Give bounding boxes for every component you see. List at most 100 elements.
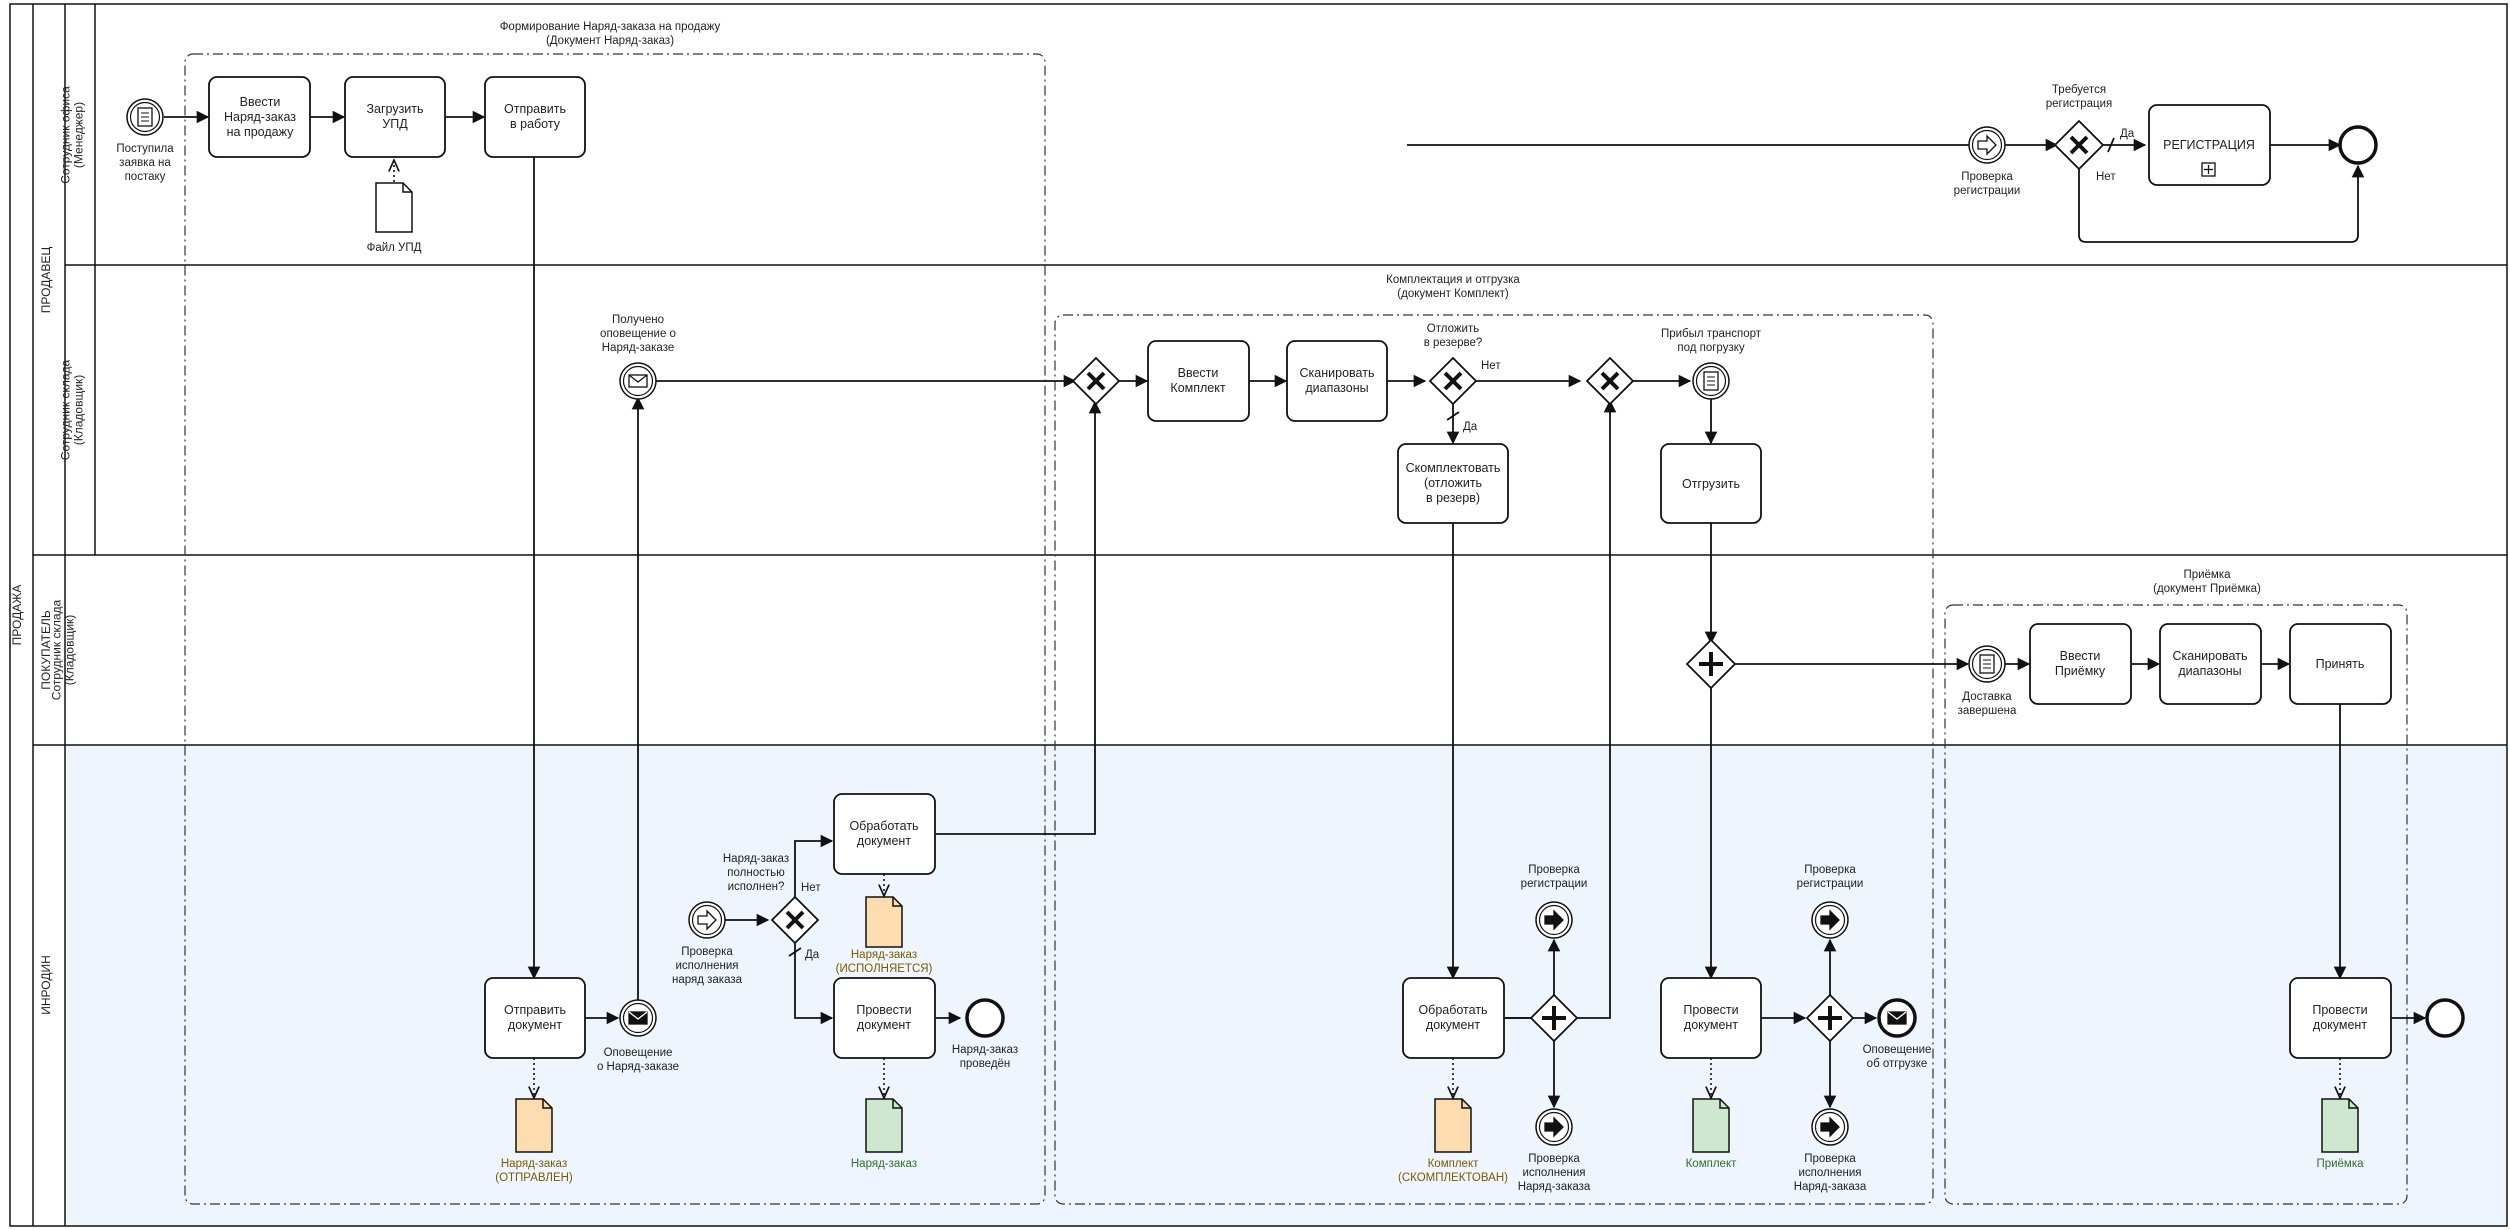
svg-text:ИНРОДИН: ИНРОДИН: [39, 955, 53, 1015]
svg-text:Наряд-заказ(ИСПОЛНЯЕТСЯ): Наряд-заказ(ИСПОЛНЯЕТСЯ): [836, 949, 933, 975]
data-object-receipt[interactable]: Приёмка: [2316, 1098, 2364, 1170]
gateway-parallel-2[interactable]: [1805, 993, 1855, 1043]
gateway-parallel-1[interactable]: [1529, 993, 1579, 1043]
arrow-right-icon: [697, 909, 717, 931]
gateway-parallel-buyer[interactable]: [1685, 638, 1737, 690]
pool-label: ПРОДАЖА: [10, 585, 24, 646]
svg-text:Комплект(СКОМПЛЕКТОВАН): Комплект(СКОМПЛЕКТОВАН): [1398, 1158, 1508, 1184]
data-object-upd-file[interactable]: Файл УПД: [367, 182, 422, 254]
svg-text:ПРОДАВЕЦ: ПРОДАВЕЦ: [39, 247, 53, 314]
arrow-right-filled-icon: [1820, 1116, 1840, 1138]
data-object-order[interactable]: Наряд-заказ: [851, 1098, 917, 1170]
flow-label-yes-3: Да: [805, 949, 820, 961]
data-object-order-executing[interactable]: Наряд-заказ(ИСПОЛНЯЕТСЯ): [836, 896, 933, 975]
gateway-xor-merge[interactable]: [1585, 356, 1635, 406]
gateway-xor-1[interactable]: [1071, 356, 1121, 406]
group-receipt: [1944, 604, 2408, 1205]
svg-text:РЕГИСТРАЦИЯ: РЕГИСТРАЦИЯ: [2163, 138, 2255, 152]
svg-text:ПРОДАЖА: ПРОДАЖА: [10, 585, 24, 646]
group-order-formation: [184, 53, 1046, 1205]
task-ship[interactable]: Отгрузить: [1660, 443, 1762, 524]
pool-border: [9, 3, 2508, 1227]
arrow-right-filled-icon: [1544, 909, 1564, 931]
group-order-formation-label: Формирование Наряд-заказа на продажу(Док…: [500, 21, 721, 47]
data-object-kit[interactable]: Комплект: [1686, 1098, 1737, 1170]
participant-buyer-label: ПОКУПАТЕЛЬ: [39, 610, 53, 690]
group-receipt-label: Приёмка(документ Приёмка): [2153, 569, 2261, 595]
flow-label-no-3: Нет: [801, 882, 821, 894]
flow-label-yes-2: Да: [1463, 421, 1478, 433]
svg-text:Наряд-заказ: Наряд-заказ: [851, 1158, 917, 1170]
data-object-order-sent[interactable]: Наряд-заказ(ОТПРАВЛЕН): [495, 1098, 573, 1184]
task-registration[interactable]: РЕГИСТРАЦИЯ: [2148, 104, 2271, 186]
svg-text:Отгрузить: Отгрузить: [1682, 477, 1740, 491]
sequence-flows: [164, 110, 2427, 1109]
flow-label-yes-1: Да: [2120, 128, 2135, 140]
svg-text:Файл УПД: Файл УПД: [367, 242, 422, 254]
svg-text:Сотрудник офиса(Менеджер): Сотрудник офиса(Менеджер): [59, 86, 86, 184]
data-object-kit-picked[interactable]: Комплект(СКОМПЛЕКТОВАН): [1398, 1098, 1508, 1184]
arrow-right-icon: [1977, 134, 1997, 156]
task-accept[interactable]: Принять: [2289, 623, 2392, 705]
svg-text:Комплект: Комплект: [1686, 1158, 1737, 1170]
flow-label-no-1: Нет: [2096, 171, 2116, 183]
associations: [394, 160, 2340, 1098]
group-picking-shipping-label: Комплектация и отгрузка(документ Комплек…: [1386, 274, 1520, 300]
flow-label-no-2: Нет: [1481, 360, 1501, 372]
end-event-registration: [2338, 125, 2378, 165]
lane-office-label: Сотрудник офиса(Менеджер): [59, 86, 86, 184]
